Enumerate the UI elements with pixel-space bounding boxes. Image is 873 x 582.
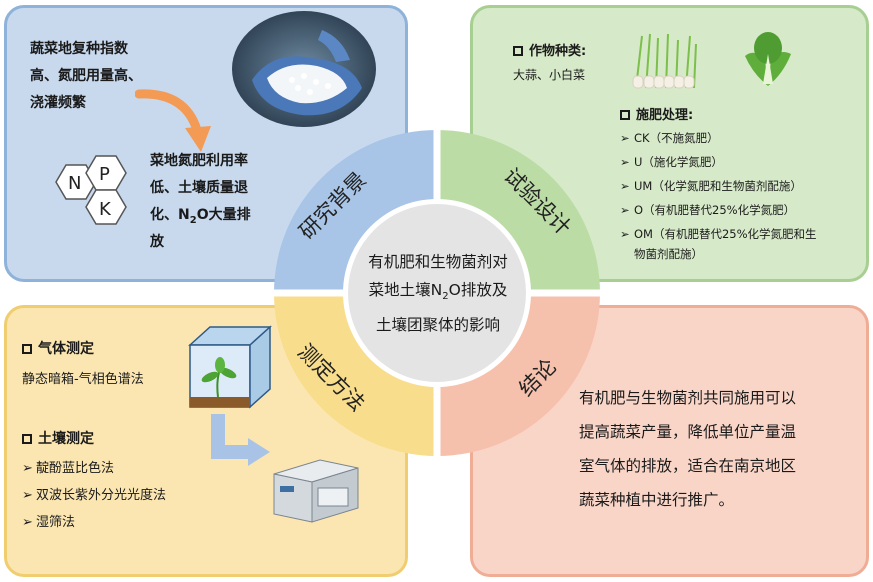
conclusion-line: 有机肥与生物菌剂共同施用可以 <box>579 389 797 407</box>
treatment-item: ➢O（有机肥替代25%化学氮肥） <box>620 203 796 217</box>
bok-choy-image <box>745 32 791 86</box>
center-title: 有机肥和生物菌剂对 菜地土壤N2O排放及 土壤团聚体的影响 <box>368 253 508 335</box>
hex-k-label: K <box>99 199 112 220</box>
background-text-line: 放 <box>150 234 164 250</box>
background-text-line: 高、氮肥用量高、 <box>30 68 142 84</box>
flow-arrow <box>211 414 270 466</box>
treatment-item-wrap: 物菌剂配施） <box>634 247 703 261</box>
soil-method: ➢湿筛法 <box>22 515 76 530</box>
npk-hexagons: N P K <box>55 155 127 225</box>
treatment-item: ➢CK（不施氮肥） <box>620 131 719 145</box>
static-chamber-image <box>188 325 272 409</box>
gas-chromatograph-image <box>273 459 359 523</box>
hex-n-label: N <box>68 173 81 194</box>
background-text-line: 菜地氮肥利用率 <box>150 153 248 169</box>
treatment-item: ➢UM（化学氮肥和生物菌剂配施） <box>620 179 802 193</box>
conclusion-line: 提高蔬菜产量，降低单位产量温 <box>579 423 797 441</box>
background-text-line: 浇灌频繁 <box>30 95 86 111</box>
background-text-line: 化、N2O大量排 <box>150 207 251 226</box>
gas-title: 气体测定 <box>22 338 94 358</box>
fertilizer-photo <box>232 11 376 127</box>
treatment-item: ➢OM（有机肥替代25%化学氮肥和生 <box>620 227 817 241</box>
conclusion-line: 室气体的排放，适合在南京地区 <box>579 457 797 475</box>
crop-title: 作物种类: <box>513 40 586 59</box>
fert-title: 施肥处理: <box>620 104 693 123</box>
conclusion-line: 蔬菜种植中进行推广。 <box>579 491 735 509</box>
crop-list: 大蒜、小白菜 <box>513 68 586 82</box>
soil-method: ➢双波长紫外分光光度法 <box>22 488 167 503</box>
flow-arrow <box>135 89 211 152</box>
hex-p-label: P <box>99 164 110 185</box>
background-text-line: 低、土壤质量退 <box>150 180 248 196</box>
treatment-item: ➢U（施化学氮肥） <box>620 155 723 169</box>
background-text-line: 蔬菜地复种指数 <box>30 41 128 57</box>
soil-method: ➢靛酚蓝比色法 <box>22 461 115 476</box>
soil-title: 土壤测定 <box>22 428 94 448</box>
garlic-image <box>632 33 697 89</box>
gas-method: 静态暗箱-气相色谱法 <box>22 372 144 387</box>
